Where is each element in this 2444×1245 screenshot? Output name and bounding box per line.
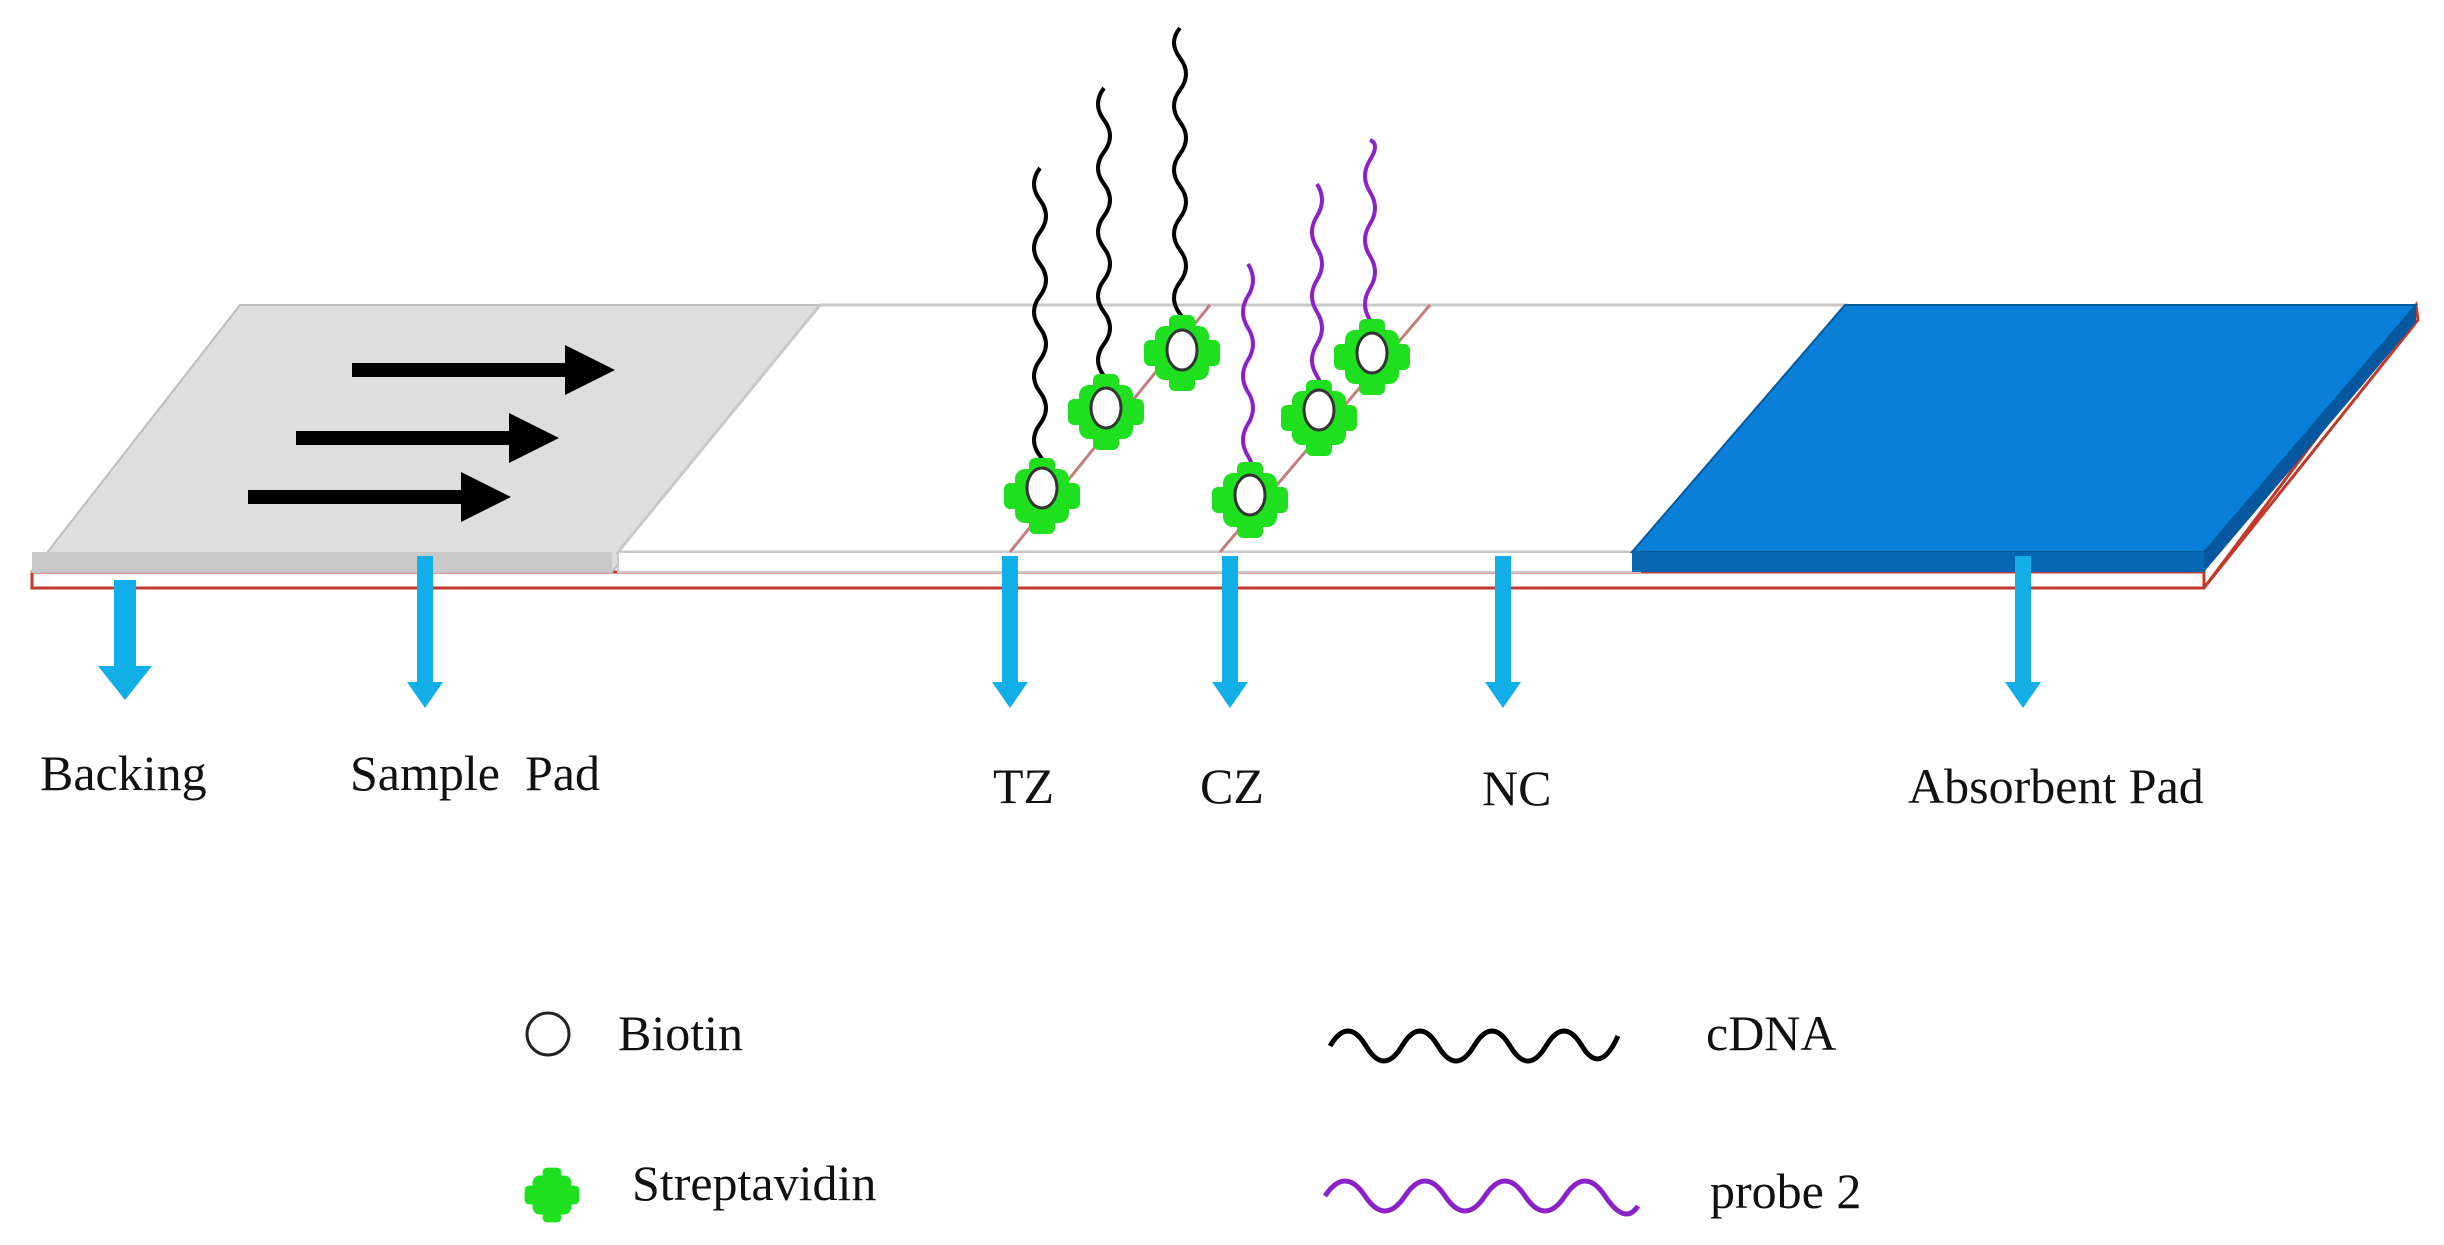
probe2-legend-icon xyxy=(1322,1178,1641,1217)
absorbent-pad xyxy=(1629,304,2419,572)
down-arrow-icon xyxy=(407,556,443,708)
biotin-legend-icon xyxy=(525,1011,571,1057)
biotin-icon xyxy=(1089,386,1123,430)
right-arrow-icon xyxy=(248,472,511,522)
test-zone-probes xyxy=(1004,26,1220,534)
legend-probe2-label: probe 2 xyxy=(1710,1163,1861,1219)
legend-streptavidin-label: Streptavidin xyxy=(632,1155,876,1211)
probe2-strand xyxy=(1363,138,1377,354)
down-arrow-icon xyxy=(1212,556,1248,708)
label-backing: Backing xyxy=(40,745,207,801)
biotin-icon xyxy=(1355,331,1389,375)
biotin-icon xyxy=(1302,388,1336,432)
legend-cdna-label: cDNA xyxy=(1706,1005,1837,1061)
right-arrow-icon xyxy=(352,345,615,395)
down-arrow-icon xyxy=(98,580,152,700)
label-test-zone: TZ xyxy=(993,758,1054,814)
label-control-zone: CZ xyxy=(1200,758,1264,814)
cdna-legend-icon xyxy=(1327,1028,1621,1064)
down-arrow-icon xyxy=(2005,556,2041,708)
streptavidin-legend-icon xyxy=(524,1167,580,1223)
biotin-icon xyxy=(1165,328,1199,372)
label-sample-pad: Sample Pad xyxy=(350,745,600,801)
down-arrow-icon xyxy=(1485,556,1521,708)
legend-biotin-label: Biotin xyxy=(618,1005,743,1061)
right-arrow-icon xyxy=(296,413,559,463)
cdna-strand xyxy=(1096,86,1112,410)
probe2-strand xyxy=(1241,262,1255,490)
cdna-strand xyxy=(1172,26,1188,348)
down-arrow-icon xyxy=(992,556,1028,708)
cdna-strand xyxy=(1032,166,1048,490)
label-absorbent-pad: Absorbent Pad xyxy=(1908,758,2204,814)
control-zone-probes xyxy=(1212,138,1410,538)
pointer-arrows xyxy=(98,556,2041,708)
biotin-icon xyxy=(1233,473,1267,517)
legend: Biotin Streptavidin cDNA probe 2 xyxy=(524,1005,1861,1223)
probe2-strand xyxy=(1310,182,1324,410)
biotin-icon xyxy=(1025,466,1059,510)
label-nitrocellulose: NC xyxy=(1482,760,1551,816)
flow-arrows xyxy=(248,345,615,522)
